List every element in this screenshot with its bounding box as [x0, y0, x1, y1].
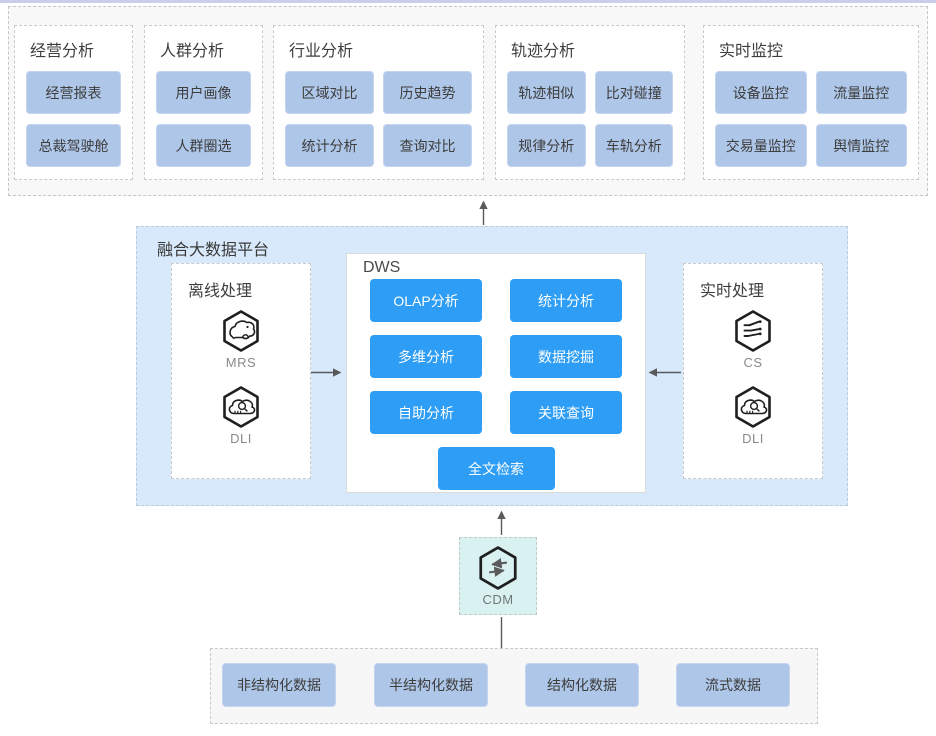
group-industry-analysis: 行业分析 区域对比 历史趋势 统计分析 查询对比 [273, 25, 484, 180]
platform-title: 融合大数据平台 [157, 242, 270, 259]
cloud-search-hexagon-icon [223, 386, 259, 428]
service-mrs: MRS [221, 309, 261, 370]
diagram-node: 人群圈选 [156, 124, 251, 167]
diagram-node: 交易量监控 [715, 124, 807, 167]
top-edge-bar [0, 0, 936, 3]
group-title: 轨迹分析 [511, 43, 576, 60]
diagram-node: 统计分析 [510, 279, 622, 322]
elephant-hexagon-icon [223, 310, 259, 352]
diagram-node: 非结构化数据 [222, 663, 336, 707]
group-items: 设备监控 流量监控 交易量监控 舆情监控 [704, 71, 918, 167]
service-label: CS [743, 355, 763, 370]
diagram-node: 流式数据 [676, 663, 790, 707]
service-label: DLI [230, 431, 252, 446]
diagram-node: 经营报表 [26, 71, 121, 114]
group-title: 行业分析 [289, 43, 354, 60]
group-title: 实时监控 [719, 43, 784, 60]
diagram-node: 区域对比 [285, 71, 374, 114]
diagram-node: 规律分析 [507, 124, 586, 167]
group-items: 用户画像 人群圈选 [145, 71, 262, 167]
diagram-node: 总裁驾驶舱 [26, 124, 121, 167]
diagram-node: 全文检索 [437, 447, 555, 490]
diagram-node: 半结构化数据 [374, 663, 488, 707]
service-cs: CS [733, 309, 773, 370]
platform-section: 融合大数据平台 离线处理 MRS [136, 226, 848, 506]
diagram-node: 结构化数据 [525, 663, 639, 707]
service-dli: DLI [733, 385, 773, 446]
group-title: 人群分析 [160, 43, 225, 60]
service-label: DLI [742, 431, 764, 446]
offline-processing-box: 离线处理 MRS DLI [171, 263, 311, 479]
group-items: 经营报表 总裁驾驶舱 [15, 71, 132, 167]
cloud-search-hexagon-icon [735, 386, 771, 428]
diagram-node: 车轨分析 [594, 124, 673, 167]
diagram-node: 比对碰撞 [594, 71, 673, 114]
dws-title: DWS [363, 259, 401, 276]
applications-section: 经营分析 经营报表 总裁驾驶舱 人群分析 用户画像 人群圈选 行业分析 区域对比… [8, 6, 928, 196]
transfer-arrows-hexagon-icon [479, 546, 517, 590]
diagram-node: 自助分析 [370, 391, 482, 434]
offline-title: 离线处理 [188, 283, 253, 300]
diagram-node: 查询对比 [383, 124, 472, 167]
stream-hexagon-icon [735, 310, 771, 352]
group-items: 轨迹相似 比对碰撞 规律分析 车轨分析 [496, 71, 684, 167]
group-business-analysis: 经营分析 经营报表 总裁驾驶舱 [14, 25, 133, 180]
realtime-processing-box: 实时处理 CS [683, 263, 823, 479]
group-items: 区域对比 历史趋势 统计分析 查询对比 [274, 71, 483, 167]
diagram-node: 多维分析 [370, 335, 482, 378]
realtime-services: CS DLI [684, 309, 822, 446]
group-trajectory-analysis: 轨迹分析 轨迹相似 比对碰撞 规律分析 车轨分析 [495, 25, 685, 180]
group-realtime-monitoring: 实时监控 设备监控 流量监控 交易量监控 舆情监控 [703, 25, 919, 180]
dws-box: DWS OLAP分析 统计分析 多维分析 数据挖掘 自助分析 关联查询 全文检索 [346, 253, 646, 493]
data-sources-section: 非结构化数据 半结构化数据 结构化数据 流式数据 [210, 648, 818, 724]
offline-services: MRS DLI [172, 309, 310, 446]
dws-capabilities: OLAP分析 统计分析 多维分析 数据挖掘 自助分析 关联查询 [347, 279, 645, 434]
diagram-node: 关联查询 [510, 391, 622, 434]
group-title: 经营分析 [30, 43, 95, 60]
diagram-node: 舆情监控 [815, 124, 907, 167]
diagram-node: 统计分析 [285, 124, 374, 167]
diagram-node: 历史趋势 [383, 71, 472, 114]
diagram-node: 用户画像 [156, 71, 251, 114]
diagram-node: 流量监控 [815, 71, 907, 114]
group-crowd-analysis: 人群分析 用户画像 人群圈选 [144, 25, 263, 180]
diagram-node: 轨迹相似 [507, 71, 586, 114]
diagram-node: OLAP分析 [370, 279, 482, 322]
diagram-node: 设备监控 [715, 71, 807, 114]
service-dli: DLI [221, 385, 261, 446]
diagram-node: 数据挖掘 [510, 335, 622, 378]
realtime-title: 实时处理 [700, 283, 765, 300]
service-label: MRS [225, 355, 257, 370]
cdm-box: CDM [459, 537, 537, 615]
cdm-label: CDM [482, 592, 514, 607]
